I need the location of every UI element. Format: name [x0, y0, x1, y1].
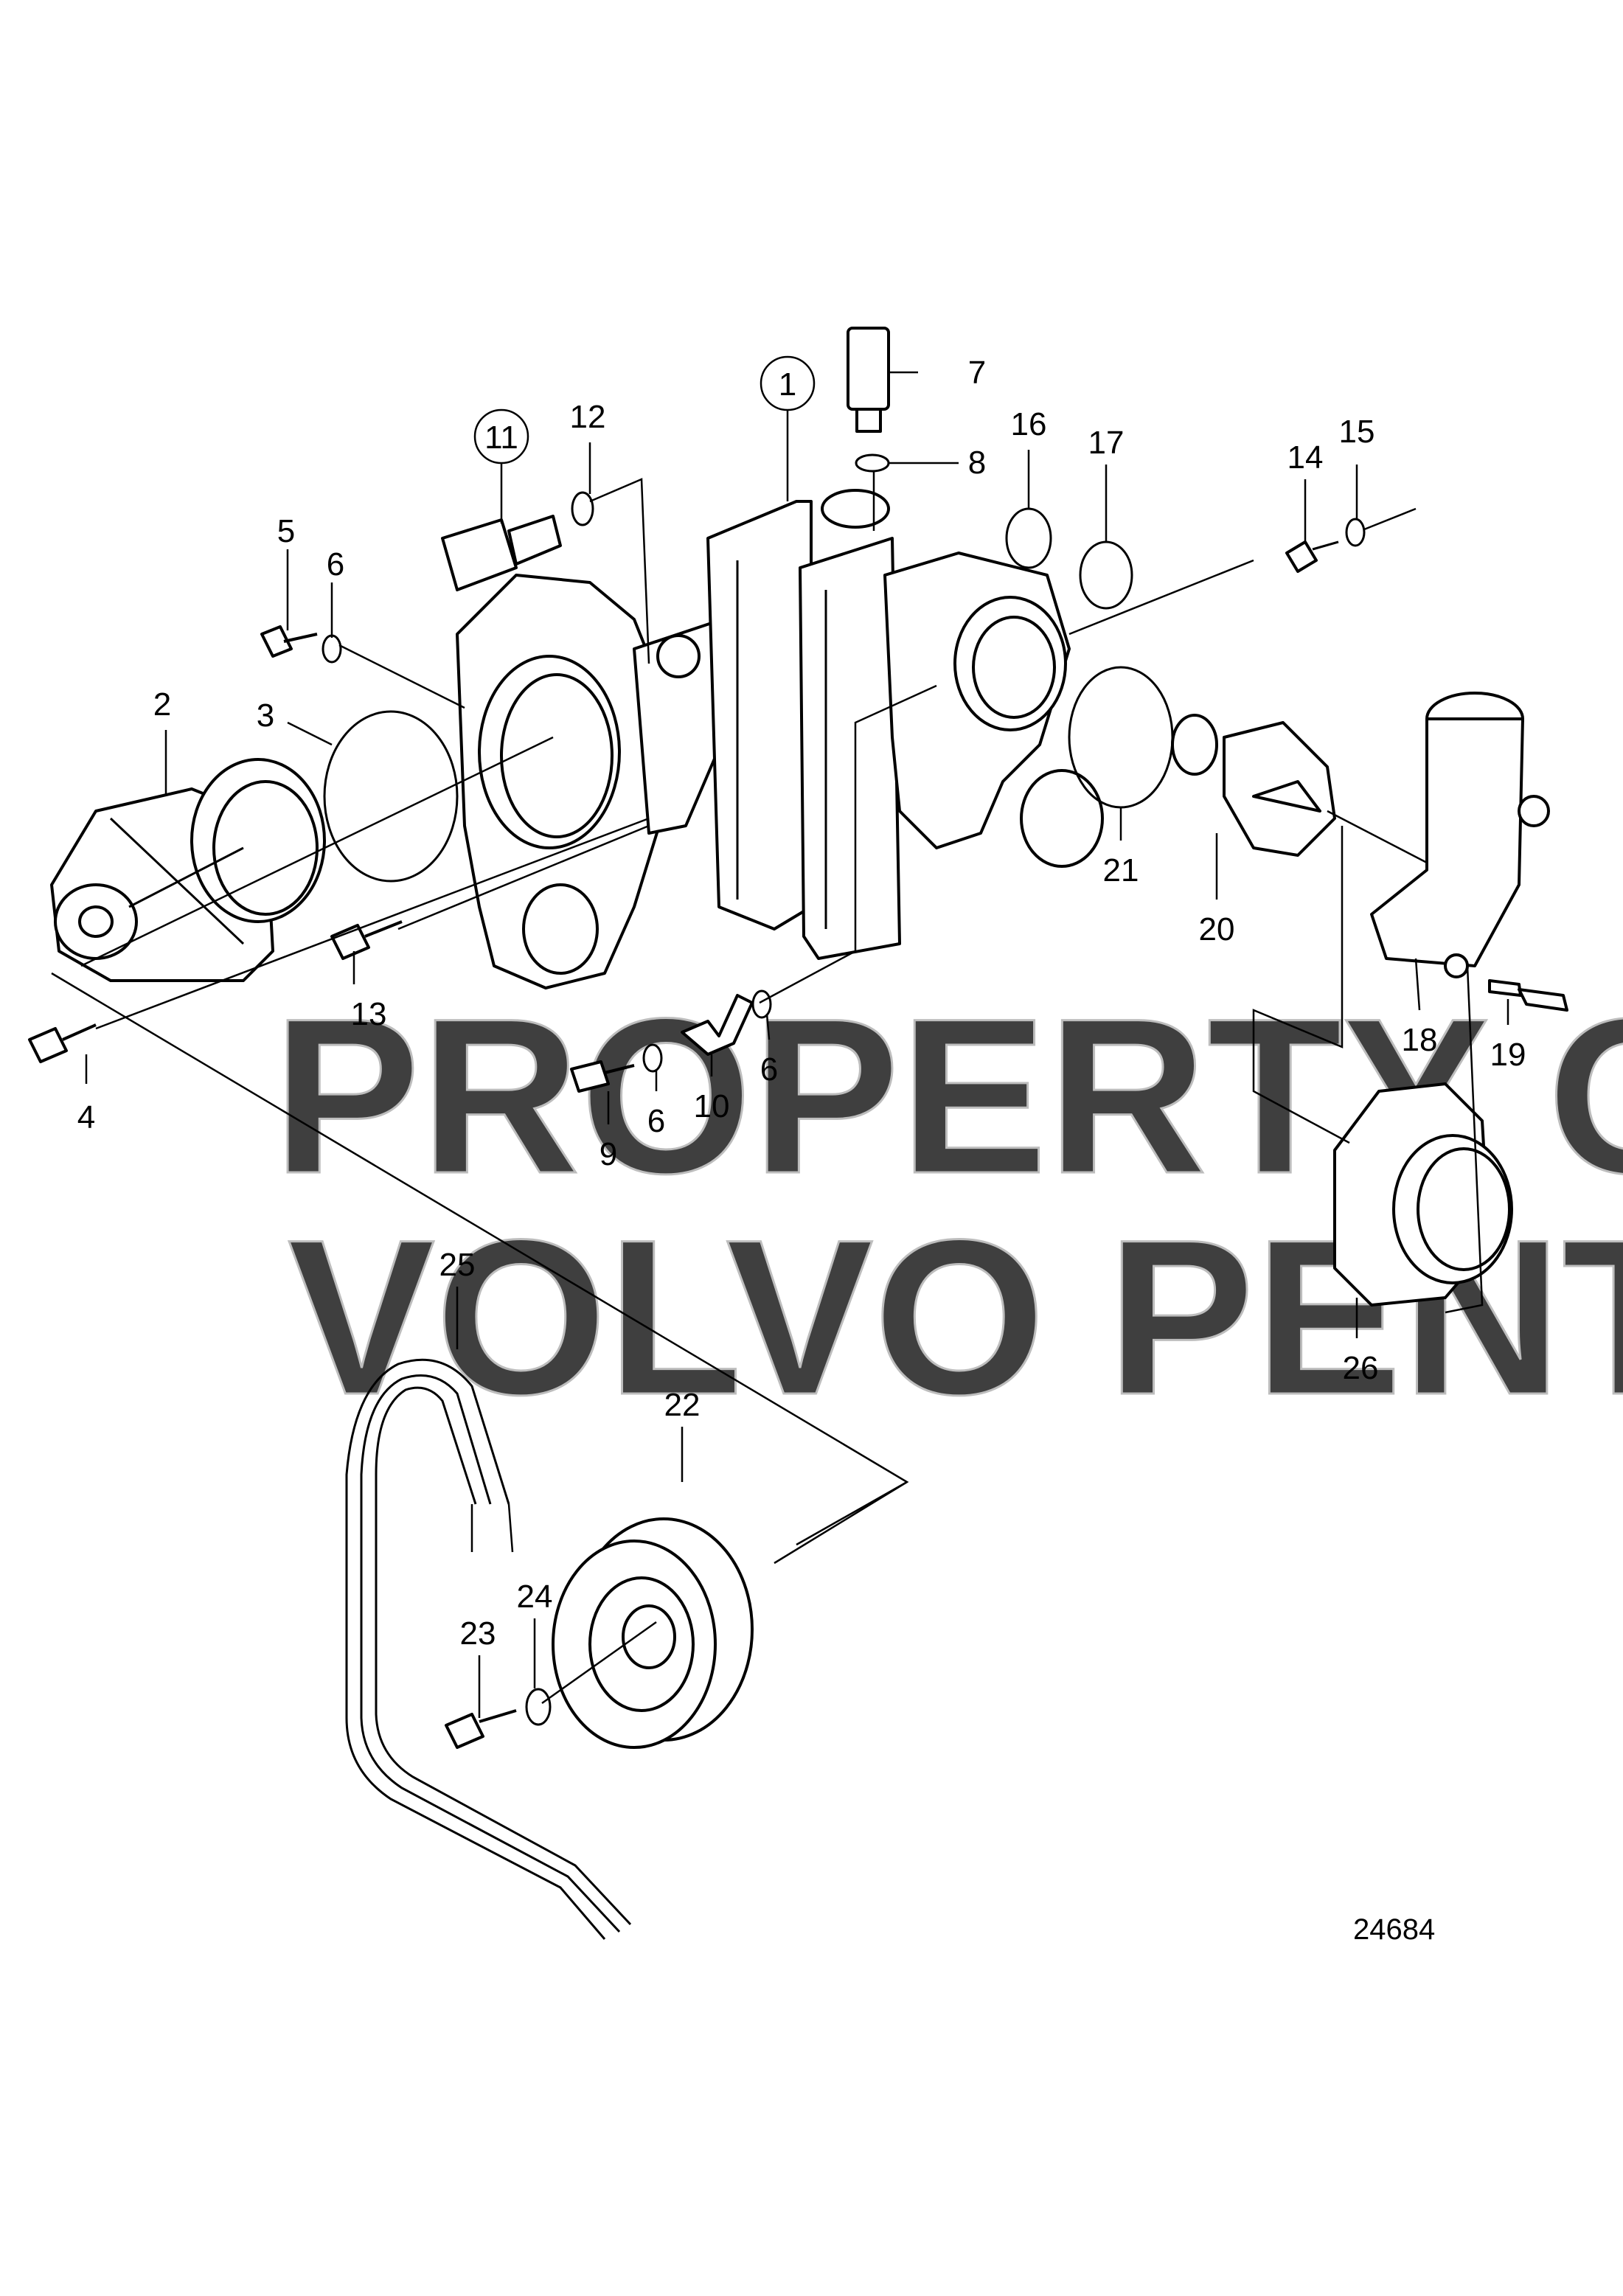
callout-20: 20 — [1199, 911, 1235, 947]
water-pump-part — [50, 758, 326, 982]
assembly-lines — [51, 472, 1484, 1705]
washer-8-part — [855, 453, 890, 473]
callout-1: 1 — [779, 366, 796, 403]
callout-14: 14 — [1287, 439, 1324, 476]
o-ring-part — [323, 710, 459, 883]
thermostat-housing-part — [883, 552, 1104, 868]
callout-numbers: 1 2 3 4 5 6 7 8 9 6 10 6 11 12 13 14 15 … — [77, 355, 1526, 1652]
callout-24: 24 — [517, 1579, 553, 1615]
washer-15-part — [1345, 518, 1366, 547]
callout-13: 13 — [351, 996, 387, 1032]
callout-15: 15 — [1339, 414, 1375, 450]
callout-18: 18 — [1402, 1022, 1438, 1058]
washer-24-part — [525, 1688, 552, 1726]
callout-11-circle — [473, 408, 529, 465]
screw-9-part — [570, 1060, 635, 1093]
callout-6-right: 6 — [760, 1051, 778, 1088]
seal-12-part — [571, 491, 594, 526]
washer-6b-part — [642, 1043, 663, 1073]
thermostat-cover-part — [1370, 692, 1550, 978]
drawing-number: 24684 — [1353, 1913, 1435, 1946]
union-fitting-part — [441, 515, 562, 591]
callout-1-circle — [760, 355, 816, 411]
callout-2: 2 — [153, 686, 171, 723]
callout-8: 8 — [968, 445, 986, 481]
pulley-part — [552, 1517, 754, 1749]
callout-12: 12 — [570, 399, 606, 435]
screw-14-part — [1285, 540, 1318, 573]
o-ring-16-part — [1005, 507, 1052, 569]
callout-4: 4 — [77, 1099, 95, 1135]
connection-flange-part — [1333, 1082, 1513, 1307]
callout-6-middle: 6 — [647, 1103, 665, 1139]
pump-housing-part — [456, 574, 731, 989]
washer-6-part — [322, 634, 342, 664]
plug-part — [847, 327, 890, 433]
screw-4-part — [28, 1023, 97, 1063]
screw-13-part — [330, 920, 403, 960]
callout-25: 25 — [439, 1247, 476, 1283]
callout-9: 9 — [599, 1136, 617, 1172]
callout-leaders — [85, 371, 1509, 1718]
o-ring-21-part — [1068, 666, 1174, 809]
callout-3: 3 — [257, 698, 274, 734]
callout-7: 7 — [968, 355, 986, 391]
callout-23: 23 — [460, 1615, 496, 1652]
callout-6-upper: 6 — [327, 546, 344, 582]
callout-11: 11 — [484, 420, 518, 456]
callout-21: 21 — [1103, 852, 1139, 888]
washer-6c-part — [751, 989, 772, 1019]
callout-16: 16 — [1011, 406, 1047, 442]
callout-10: 10 — [694, 1088, 730, 1124]
screw-23-part — [445, 1709, 517, 1749]
screw-5-part — [260, 625, 318, 658]
nipple-10-part — [681, 994, 754, 1056]
drive-belt-part — [345, 1358, 632, 1940]
callout-22: 22 — [664, 1387, 701, 1423]
screw-19-part — [1488, 979, 1568, 1012]
callout-19: 19 — [1490, 1037, 1526, 1073]
o-ring-17-part — [1079, 540, 1133, 610]
callout-26: 26 — [1343, 1350, 1379, 1386]
callout-5: 5 — [277, 513, 295, 549]
thermostat-part — [1171, 714, 1336, 857]
callout-17: 17 — [1088, 425, 1125, 461]
heat-exchanger-part — [706, 489, 901, 960]
